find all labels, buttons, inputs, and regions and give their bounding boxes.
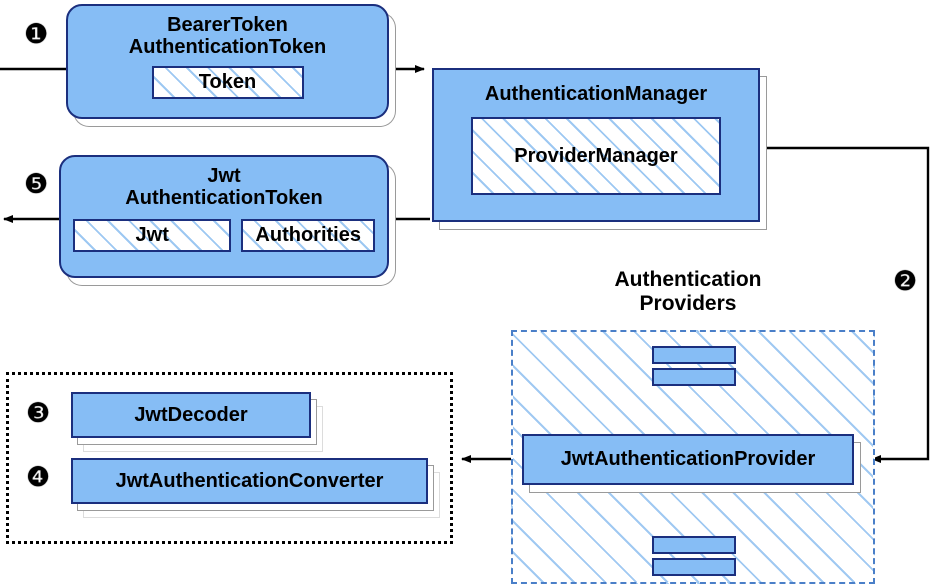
jwt-token-slot-authorities-label: Authorities [255,223,361,246]
authentication-manager-title: AuthenticationManager [484,83,708,105]
bearer-token-authentication-token-card[interactable]: BearerToken AuthenticationToken Token [66,4,389,119]
jwt-authentication-provider-card[interactable]: JwtAuthenticationProvider [522,434,854,485]
jwt-authentication-token-card[interactable]: Jwt AuthenticationToken Jwt Authorities [59,155,389,278]
jwt-authentication-converter-label: JwtAuthenticationConverter [115,469,384,492]
badge-5: ❺ [24,169,49,200]
jwt-token-slot-jwt-label: Jwt [135,223,169,246]
jwt-support-components-container [6,372,453,544]
bearer-token-slot-label: Token [198,70,257,93]
jwt-authentication-provider-title: JwtAuthenticationProvider [560,448,816,471]
provider-placeholder-bar-4 [652,558,736,576]
authentication-manager-card[interactable]: AuthenticationManager ProviderManager [432,68,760,222]
badge-2: ❷ [893,266,918,297]
provider-manager-label: ProviderManager [514,144,678,167]
provider-placeholder-bar-2 [652,368,736,386]
jwt-token-title: Jwt AuthenticationToken [125,165,323,210]
jwt-token-slot-authorities: Authorities [241,218,375,252]
provider-placeholder-bar-3 [652,536,736,554]
jwt-decoder-label: JwtDecoder [134,403,248,426]
authentication-providers-label: Authentication Providers [614,268,762,315]
badge-4: ❹ [26,462,51,493]
badge-3: ❸ [26,398,51,429]
bearer-token-title: BearerToken AuthenticationToken [128,14,327,59]
bearer-token-slot: Token [151,65,304,99]
provider-manager-slot: ProviderManager [471,117,721,196]
badge-1: ❶ [24,19,49,50]
jwt-decoder-card[interactable]: JwtDecoder [71,392,311,438]
jwt-token-slot-jwt: Jwt [73,218,232,252]
jwt-authentication-converter-card[interactable]: JwtAuthenticationConverter [71,458,428,504]
provider-placeholder-bar-1 [652,346,736,364]
